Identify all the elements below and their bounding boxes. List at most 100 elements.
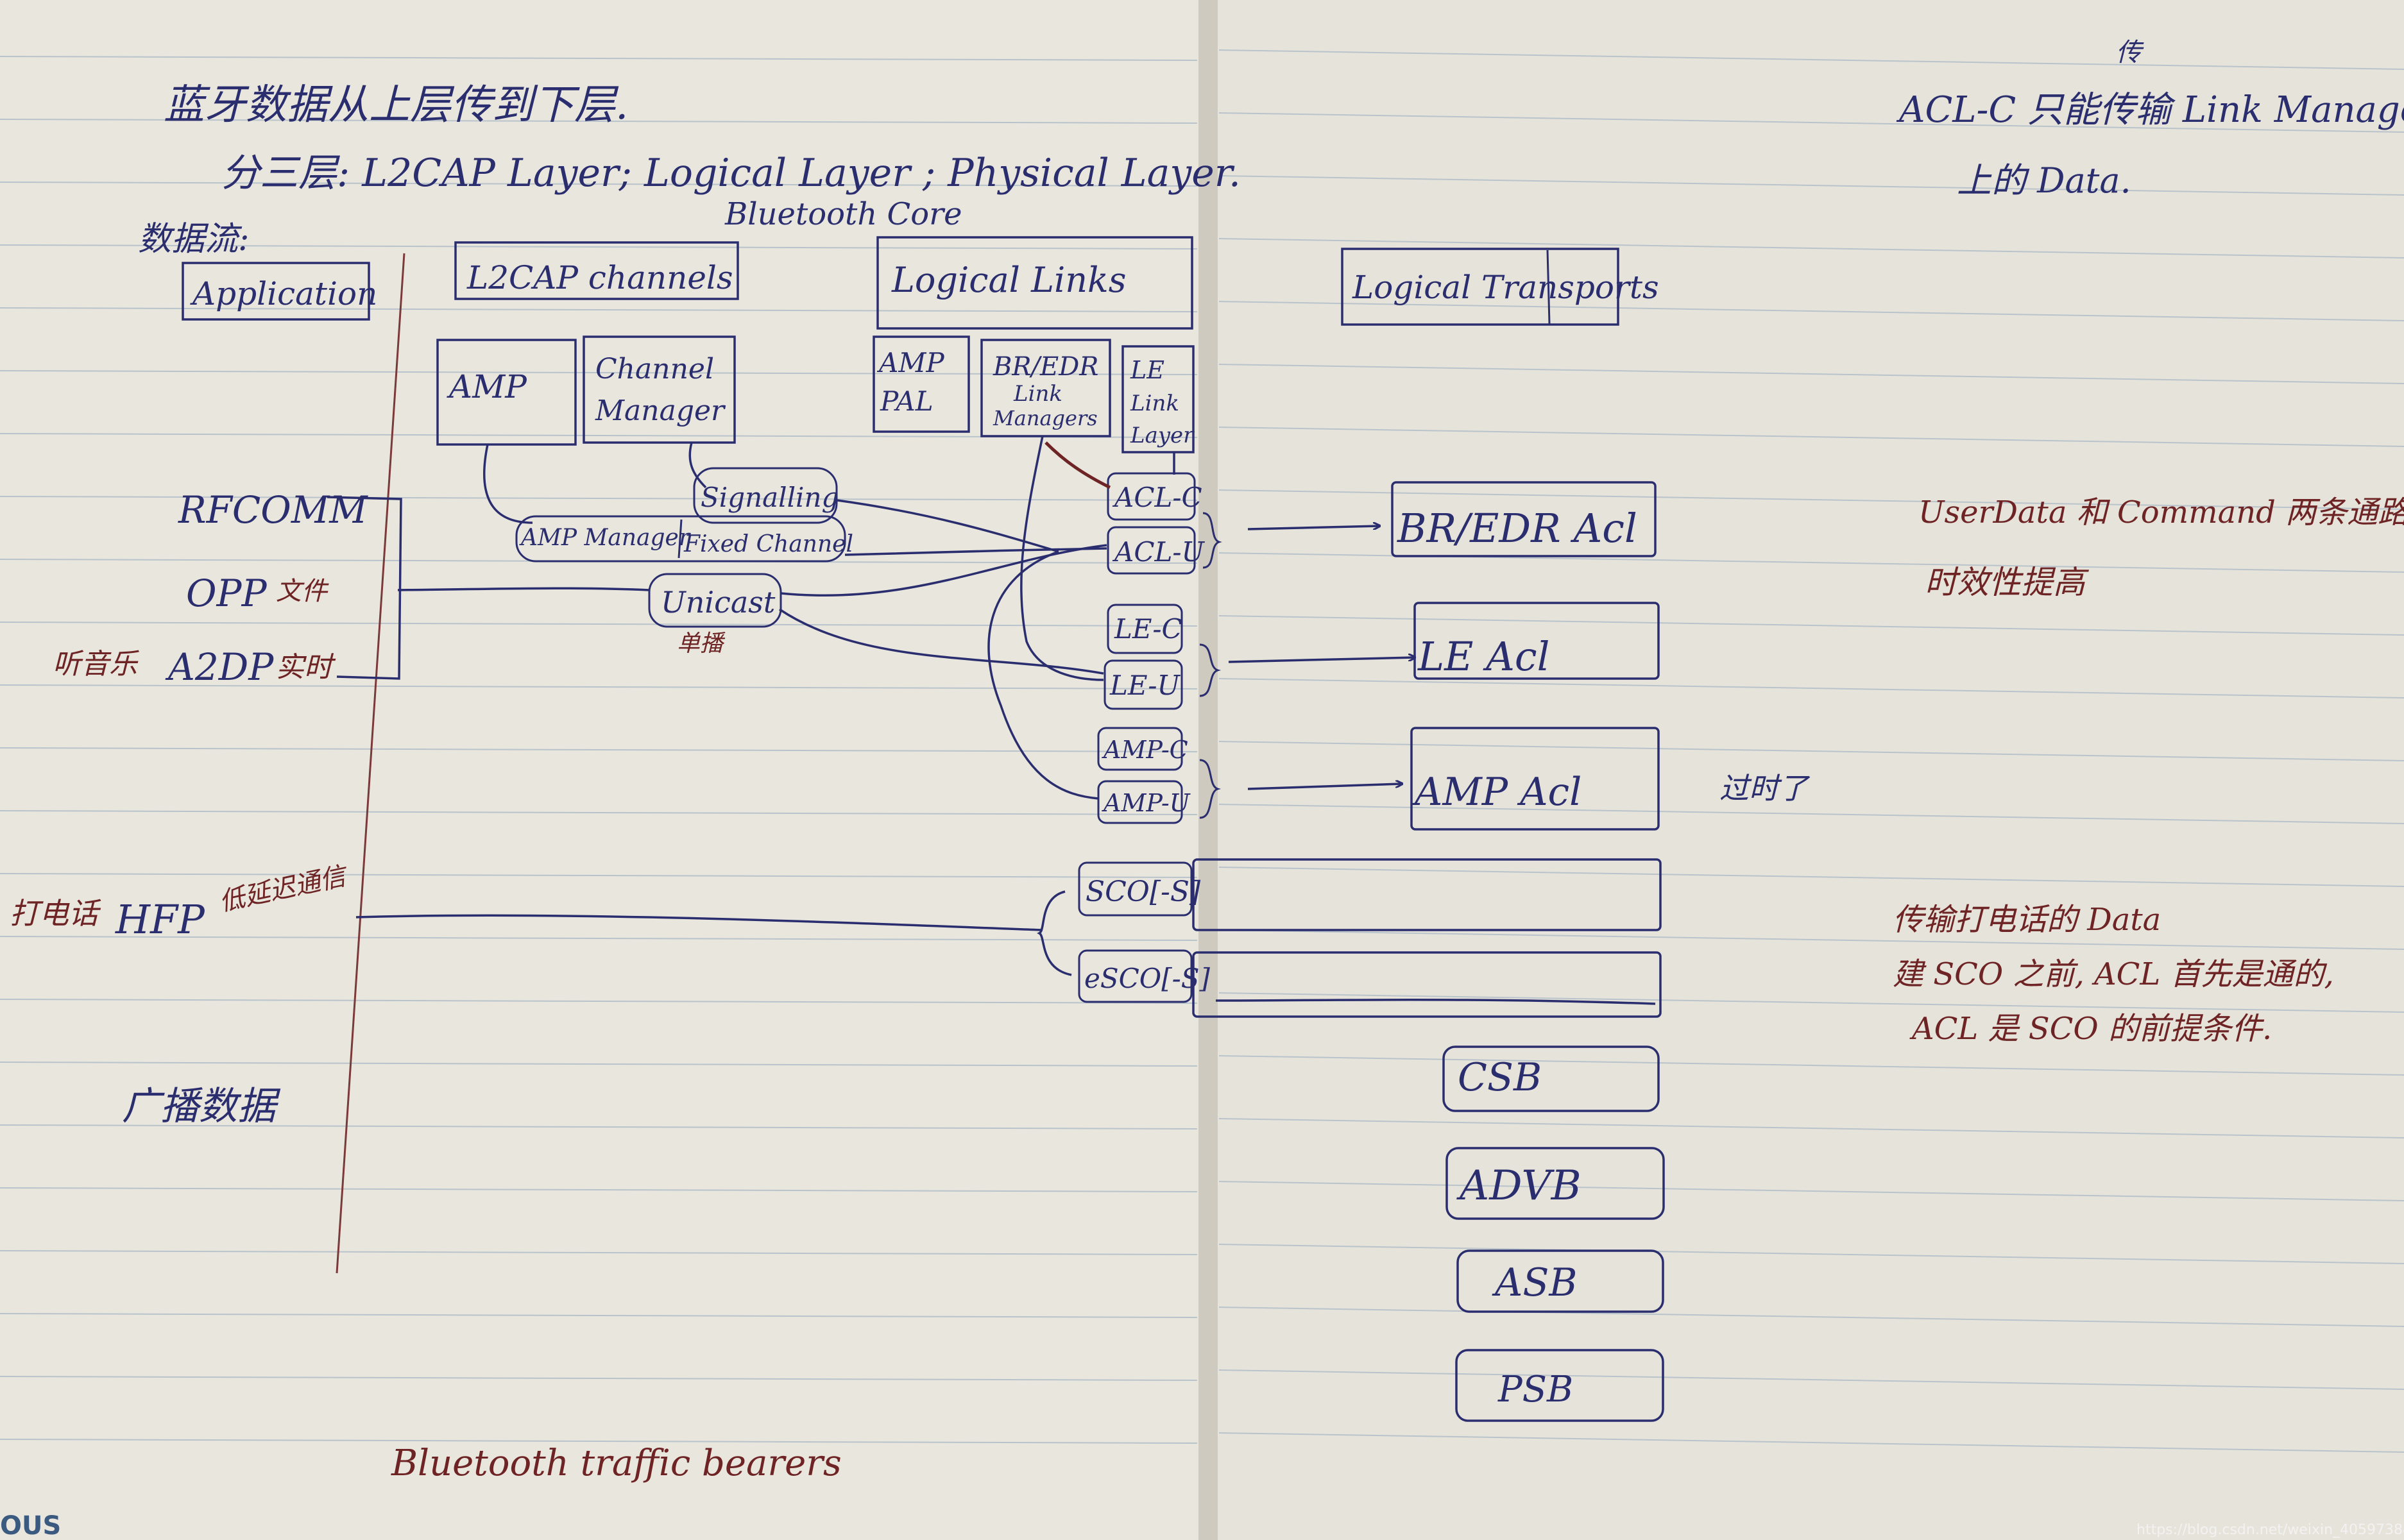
app-a2dp: A2DP [165, 645, 274, 689]
rule-line [0, 1250, 1198, 1255]
br-edr-link-managers-box: BR/EDR Link Managers [980, 339, 1111, 437]
rule-line [0, 1376, 1198, 1381]
app-rfcomm: RFCOMM [178, 488, 368, 532]
rule-line [1218, 678, 2404, 698]
rule-line [1218, 929, 2404, 950]
logical-links-label: Logical Links [891, 260, 1126, 300]
transport-br-edr-acl-label: BR/EDR Acl [1397, 505, 1637, 552]
rule-line [0, 873, 1198, 878]
hfp-label: HFP [115, 896, 205, 943]
le-label-2: Link [1130, 391, 1179, 416]
connection-lines [355, 436, 1175, 976]
transport-br-edr-acl: BR/EDR Acl [1391, 481, 1657, 557]
rule-line [0, 1439, 1198, 1444]
transport-csb: CSB [1442, 1045, 1660, 1112]
rule-line [1218, 804, 2404, 824]
signalling-pill: Signalling [693, 467, 839, 524]
rule-line [1218, 867, 2404, 887]
sco-note-line-1: 传输打电话的 Data [1893, 902, 2161, 938]
app-a2dp-left-note: 听音乐 [53, 648, 139, 681]
amp-pal-box: AMP PAL [873, 335, 970, 433]
rule-line [0, 1187, 1198, 1192]
link-acl-c-label: ACL-C [1112, 482, 1202, 513]
unicast-note: 单播 [677, 630, 726, 657]
rule-line [0, 1124, 1198, 1130]
application-label: Application [190, 275, 377, 312]
transport-csb-label: CSB [1458, 1055, 1542, 1100]
hfp-left-note: 打电话 [10, 896, 101, 931]
amp-manager-label: AMP Manager [519, 525, 691, 551]
link-sco: SCO[-S] [1078, 861, 1201, 917]
transport-advb-label: ADVB [1456, 1162, 1581, 1210]
sco-note-line-2: 建 SCO 之前, ACL 首先是通的, [1893, 956, 2334, 992]
rule-line [1218, 615, 2404, 636]
heading-line-2: 分三层: L2CAP Layer; Logical Layer ; Physic… [221, 151, 1241, 196]
fixed-channel-label: Fixed Channel [683, 531, 853, 557]
broadcast-label: 广播数据 [122, 1084, 281, 1129]
rule-line [0, 747, 1198, 752]
rule-line [1218, 238, 2404, 258]
link-esco-label: eSCO[-S] [1084, 963, 1211, 994]
br-edr-label-1: BR/EDR [993, 352, 1098, 382]
acl-c-note-line-2: 上的 Data. [1957, 160, 2131, 201]
rule-line [0, 936, 1198, 941]
rule-line [1218, 301, 2404, 321]
transport-le-acl-label: LE Acl [1417, 633, 1549, 680]
rule-line [1218, 1307, 2404, 1327]
sco-note-line-3: ACL 是 SCO 的前提条件. [1909, 1011, 2272, 1047]
rule-line [1218, 992, 2404, 1013]
transport-asb: ASB [1456, 1249, 1664, 1313]
transport-advb: ADVB [1445, 1147, 1665, 1220]
app-opp-note: 文件 [276, 577, 329, 606]
rule-line [0, 999, 1198, 1004]
heading-line-1: 蓝牙数据从上层传到下层. [164, 81, 628, 129]
brand-mark: OUS [0, 1511, 61, 1540]
le-link-layer-box: LE Link Layer [1121, 345, 1195, 453]
amp-pal-label-2: PAL [880, 385, 933, 417]
unicast-label: Unicast [661, 585, 776, 620]
rule-line [1218, 741, 2404, 761]
link-esco: eSCO[-S] [1078, 949, 1211, 1003]
le-label-3: Layer [1130, 423, 1195, 448]
rule-line [1218, 1432, 2404, 1453]
rule-line [1218, 1055, 2404, 1076]
link-le-c-label: LE-C [1114, 613, 1182, 645]
rule-line [0, 182, 1198, 187]
rule-line [0, 684, 1198, 690]
watermark: https://blog.csdn.net/weixin_40597384 [2136, 1522, 2404, 1538]
l2cap-channels-box: L2CAP channels [454, 241, 739, 300]
data-flow-label: 数据流: [138, 220, 250, 258]
logical-transports-box: Logical Transports [1341, 248, 1659, 326]
core-label: Bluetooth Core [724, 196, 962, 232]
link-braces [1199, 512, 1222, 819]
rule-line [0, 370, 1198, 375]
link-sco-label: SCO[-S] [1086, 876, 1201, 908]
rule-line [0, 496, 1198, 501]
link-le-c: LE-C [1107, 604, 1183, 654]
rule-line [0, 56, 1198, 61]
rule-line [0, 1062, 1198, 1067]
transport-arrows [1215, 526, 1656, 1005]
transport-amp-acl: AMP Acl [1410, 727, 1660, 831]
signalling-label: Signalling [701, 482, 839, 513]
link-amp-c-label: AMP-C [1102, 736, 1188, 764]
footer-label: Bluetooth traffic bearers [391, 1443, 842, 1484]
acl-c-note-line-1: ACL-C 只能传输 Link Manager [1896, 89, 2404, 131]
amp-pal-label-1: AMP [876, 347, 944, 378]
link-amp-u-label: AMP-U [1102, 789, 1191, 817]
rule-line [1218, 1369, 2404, 1390]
transport-asb-label: ASB [1492, 1260, 1578, 1305]
rule-line [1218, 489, 2404, 510]
rule-line [0, 810, 1198, 815]
transport-sco-box [1192, 858, 1662, 931]
unicast-pill: Unicast [648, 573, 782, 628]
transport-le-acl: LE Acl [1413, 602, 1660, 680]
amp-obsolete-note: 过时了 [1719, 771, 1811, 806]
right-page [1213, 0, 2404, 1540]
br-edr-label-3: Managers [993, 406, 1098, 430]
transport-psb: PSB [1455, 1349, 1664, 1422]
rule-line [1218, 1244, 2404, 1264]
rule-line [0, 1313, 1198, 1318]
page-gutter [1198, 0, 1218, 1540]
